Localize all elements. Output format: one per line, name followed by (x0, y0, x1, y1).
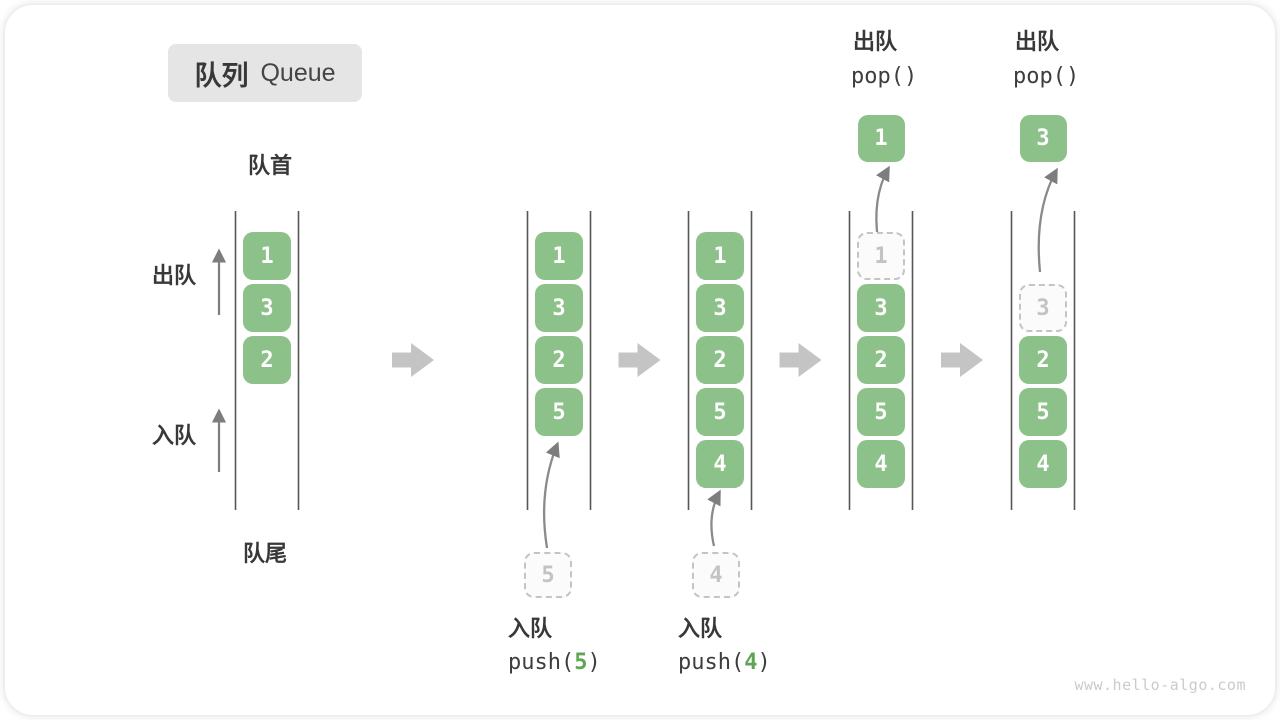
queue-2-enqueue-op-code: push(4) (678, 650, 771, 675)
enqueue-arg-value: 5 (574, 650, 588, 675)
queue-4-slot-4: 4 (1019, 440, 1067, 488)
queue-1-incoming-box: 5 (524, 552, 572, 598)
queue-1-enqueue-op-label: 入队 (508, 616, 553, 641)
queue-3-slot-0-ghost: 1 (857, 232, 905, 280)
queue-1-slot-2: 2 (535, 336, 583, 384)
queue-3-slot-4: 4 (857, 440, 905, 488)
queue-4-slot-3: 5 (1019, 388, 1067, 436)
queue-4-dequeue-op-label: 出队 (1015, 29, 1060, 54)
title-zh: 队列 (194, 60, 249, 91)
queue-front-label: 队首 (247, 153, 293, 178)
queue-2-enqueue-op-label: 入队 (678, 616, 723, 641)
queue-4-dequeue-op-code: pop() (1013, 64, 1080, 89)
queue-3-slot-1: 3 (857, 284, 905, 332)
queue-2-slot-2: 2 (696, 336, 744, 384)
enqueue-arg-value: 4 (744, 650, 758, 675)
queue-4-slot-1-ghost: 3 (1019, 284, 1067, 332)
queue-0-slot-2: 2 (243, 336, 291, 384)
queue-3-dequeue-op-code: pop() (851, 64, 918, 89)
queue-3-popped-box: 1 (857, 115, 905, 162)
title-box: 队列 Queue (168, 44, 362, 102)
queue-4-slot-2: 2 (1019, 336, 1067, 384)
queue-2-incoming-box: 4 (692, 552, 740, 598)
queue-2-slot-1: 3 (696, 284, 744, 332)
dequeue-side-label: 出队 (152, 263, 197, 288)
queue-2-slot-4: 4 (696, 440, 744, 488)
enqueue-side-label: 入队 (152, 423, 197, 448)
queue-3-slot-2: 2 (857, 336, 905, 384)
queue-3-slot-3: 5 (857, 388, 905, 436)
queue-1-slot-3: 5 (535, 388, 583, 436)
queue-2-slot-3: 5 (696, 388, 744, 436)
watermark: www.hello-algo.com (1074, 676, 1246, 694)
queue-1-slot-1: 3 (535, 284, 583, 332)
queue-rear-label: 队尾 (242, 541, 288, 566)
title-en: Queue (260, 58, 336, 87)
queue-2-slot-0: 1 (696, 232, 744, 280)
queue-3-dequeue-op-label: 出队 (853, 29, 898, 54)
queue-1-slot-0: 1 (535, 232, 583, 280)
queue-1-enqueue-op-code: push(5) (508, 650, 601, 675)
queue-4-popped-box: 3 (1019, 115, 1067, 162)
queue-0-slot-1: 3 (243, 284, 291, 332)
queue-0-slot-0: 1 (243, 232, 291, 280)
